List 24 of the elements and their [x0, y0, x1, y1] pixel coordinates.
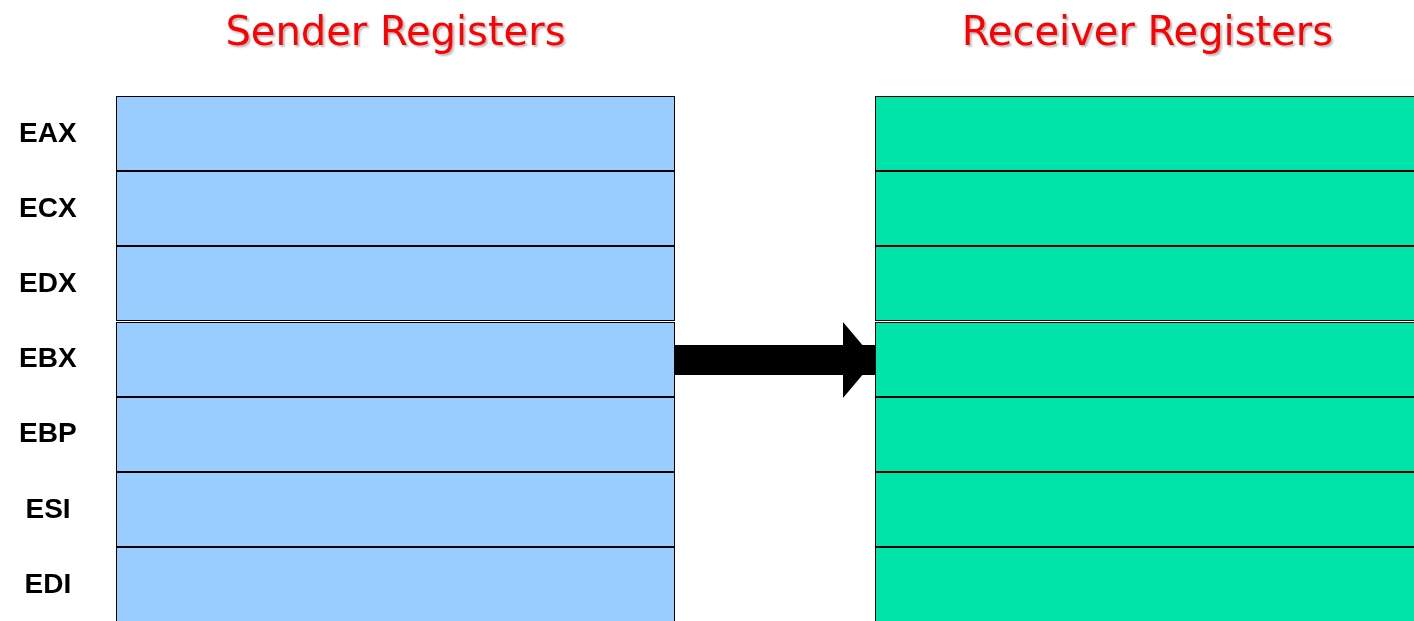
register-name: ESI: [25, 492, 71, 525]
register-box: [875, 396, 1414, 472]
register-box: [875, 171, 1414, 247]
register-box: [875, 547, 1414, 621]
block-arrow: [675, 324, 875, 396]
register-box: [116, 547, 675, 621]
register-box: [116, 96, 675, 171]
register-box: [875, 246, 1414, 322]
register-name: EDX: [19, 267, 77, 299]
register-box: [116, 396, 675, 472]
register-box: [116, 321, 675, 397]
register-box: [875, 321, 1414, 397]
register-name: EDI: [24, 567, 72, 600]
register-box: [875, 96, 1414, 171]
register-name: EBX: [19, 342, 77, 375]
register-name: EBP: [19, 417, 77, 450]
register-box: [116, 246, 675, 322]
register-box: [116, 472, 675, 547]
register-name: ECX: [19, 191, 77, 224]
stack-title: Sender Registers: [224, 8, 567, 54]
register-box: [116, 171, 675, 247]
stack-title: Receiver Registers: [960, 8, 1335, 54]
register-name: EAX: [19, 116, 77, 149]
register-box: [875, 472, 1414, 547]
